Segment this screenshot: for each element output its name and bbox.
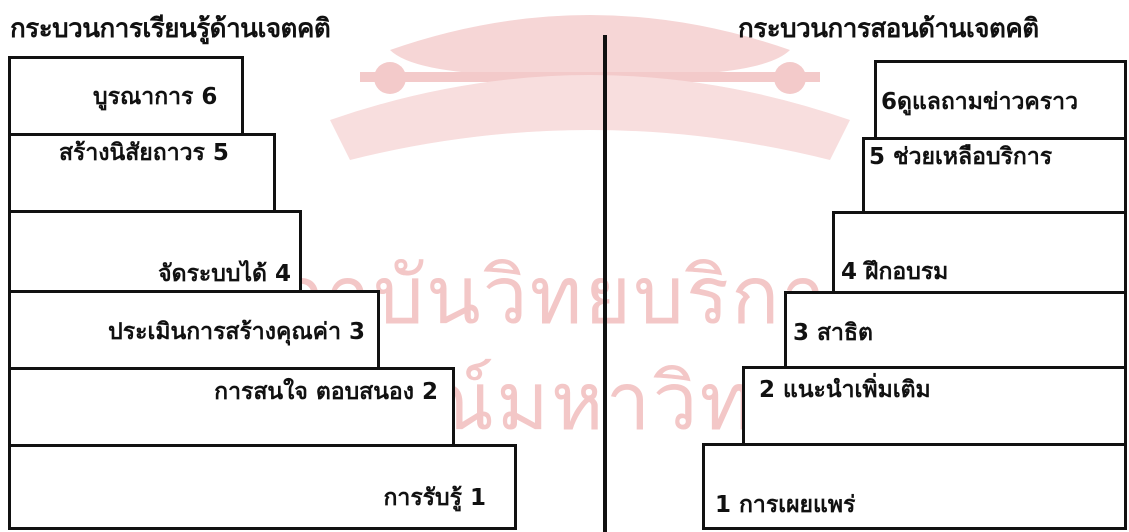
right-step-6-label: 6ดูแลถามข่าวคราว: [881, 89, 1078, 115]
left-step-5-label: สร้างนิสัยถาวร 5: [59, 140, 229, 166]
right-step-2: 2 แนะนำเพิ่มเติม: [742, 366, 1127, 446]
left-step-6: บูรณาการ 6: [8, 56, 244, 136]
right-step-1: 1 การเผยแพร่: [702, 443, 1127, 530]
left-step-2: การสนใจ ตอบสนอง 2: [8, 367, 455, 447]
left-step-4: จัดระบบได้ 4: [8, 210, 302, 293]
left-title: กระบวนการเรียนรู้ด้านเจตคติ: [10, 14, 331, 44]
left-step-3-label: ประเมินการสร้างคุณค่า 3: [108, 319, 365, 345]
right-title: กระบวนการสอนด้านเจตคติ: [738, 14, 1039, 44]
left-step-6-label: บูรณาการ 6: [93, 84, 218, 110]
right-step-4-label: 4 ฝึกอบรม: [841, 259, 949, 285]
right-step-5-label: 5 ช่วยเหลือบริการ: [869, 144, 1053, 170]
right-step-3: 3 สาธิต: [784, 291, 1127, 369]
center-divider: [603, 35, 607, 532]
right-step-1-label: 1 การเผยแพร่: [715, 492, 856, 518]
right-step-5: 5 ช่วยเหลือบริการ: [862, 137, 1127, 214]
left-step-5: สร้างนิสัยถาวร 5: [8, 133, 276, 213]
left-step-4-label: จัดระบบได้ 4: [158, 261, 291, 287]
left-step-1: การรับรู้ 1: [8, 444, 517, 530]
right-step-6: 6ดูแลถามข่าวคราว: [874, 60, 1127, 140]
right-step-3-label: 3 สาธิต: [793, 320, 873, 346]
left-step-2-label: การสนใจ ตอบสนอง 2: [214, 379, 438, 405]
right-step-2-label: 2 แนะนำเพิ่มเติม: [759, 377, 931, 403]
left-step-1-label: การรับรู้ 1: [383, 485, 486, 511]
right-step-4: 4 ฝึกอบรม: [832, 211, 1127, 294]
left-step-3: ประเมินการสร้างคุณค่า 3: [8, 290, 380, 370]
